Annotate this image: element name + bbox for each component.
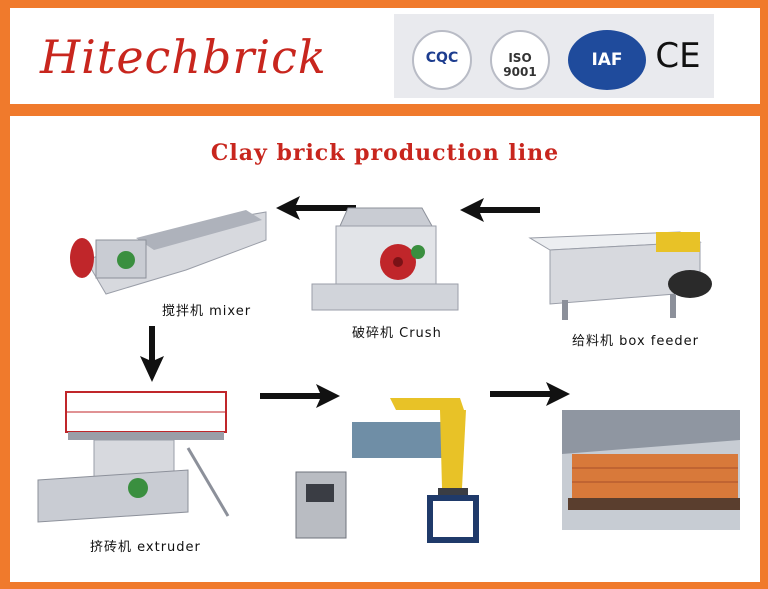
crusher-machine-illustration <box>312 208 462 314</box>
header-banner: Hitechbrick CQC ISO 9001 IAF CE <box>10 8 760 104</box>
arrow-cutter-to-kiln <box>490 382 570 406</box>
feeder-label: 给料机 box feeder <box>572 330 699 349</box>
certification-strip: CQC ISO 9001 IAF CE <box>394 14 714 98</box>
extruder-label: 挤砖机 extruder <box>90 536 201 555</box>
arrow-mixer-to-extruder <box>140 326 164 382</box>
arrow-feeder-to-crusher <box>460 198 540 222</box>
mixer-machine-illustration <box>66 210 276 294</box>
diagram-title: Clay brick production line <box>10 140 760 166</box>
iso-cert-icon: ISO 9001 <box>490 30 550 90</box>
ce-mark-icon: CE <box>650 30 706 86</box>
kiln-storage-photo <box>562 410 740 530</box>
diagram-panel: Clay brick production line 搅拌机 mixer 破碎机… <box>10 116 760 582</box>
robot-palletizer-illustration <box>290 392 500 542</box>
cqc-cert-icon: CQC <box>412 30 472 90</box>
extruder-machine-illustration <box>38 388 238 528</box>
box-feeder-illustration <box>530 232 726 324</box>
crusher-label: 破碎机 Crush <box>352 322 442 341</box>
iaf-cert-icon: IAF <box>568 30 646 90</box>
brand-logo: Hitechbrick <box>40 30 327 84</box>
mixer-label: 搅拌机 mixer <box>162 300 251 319</box>
